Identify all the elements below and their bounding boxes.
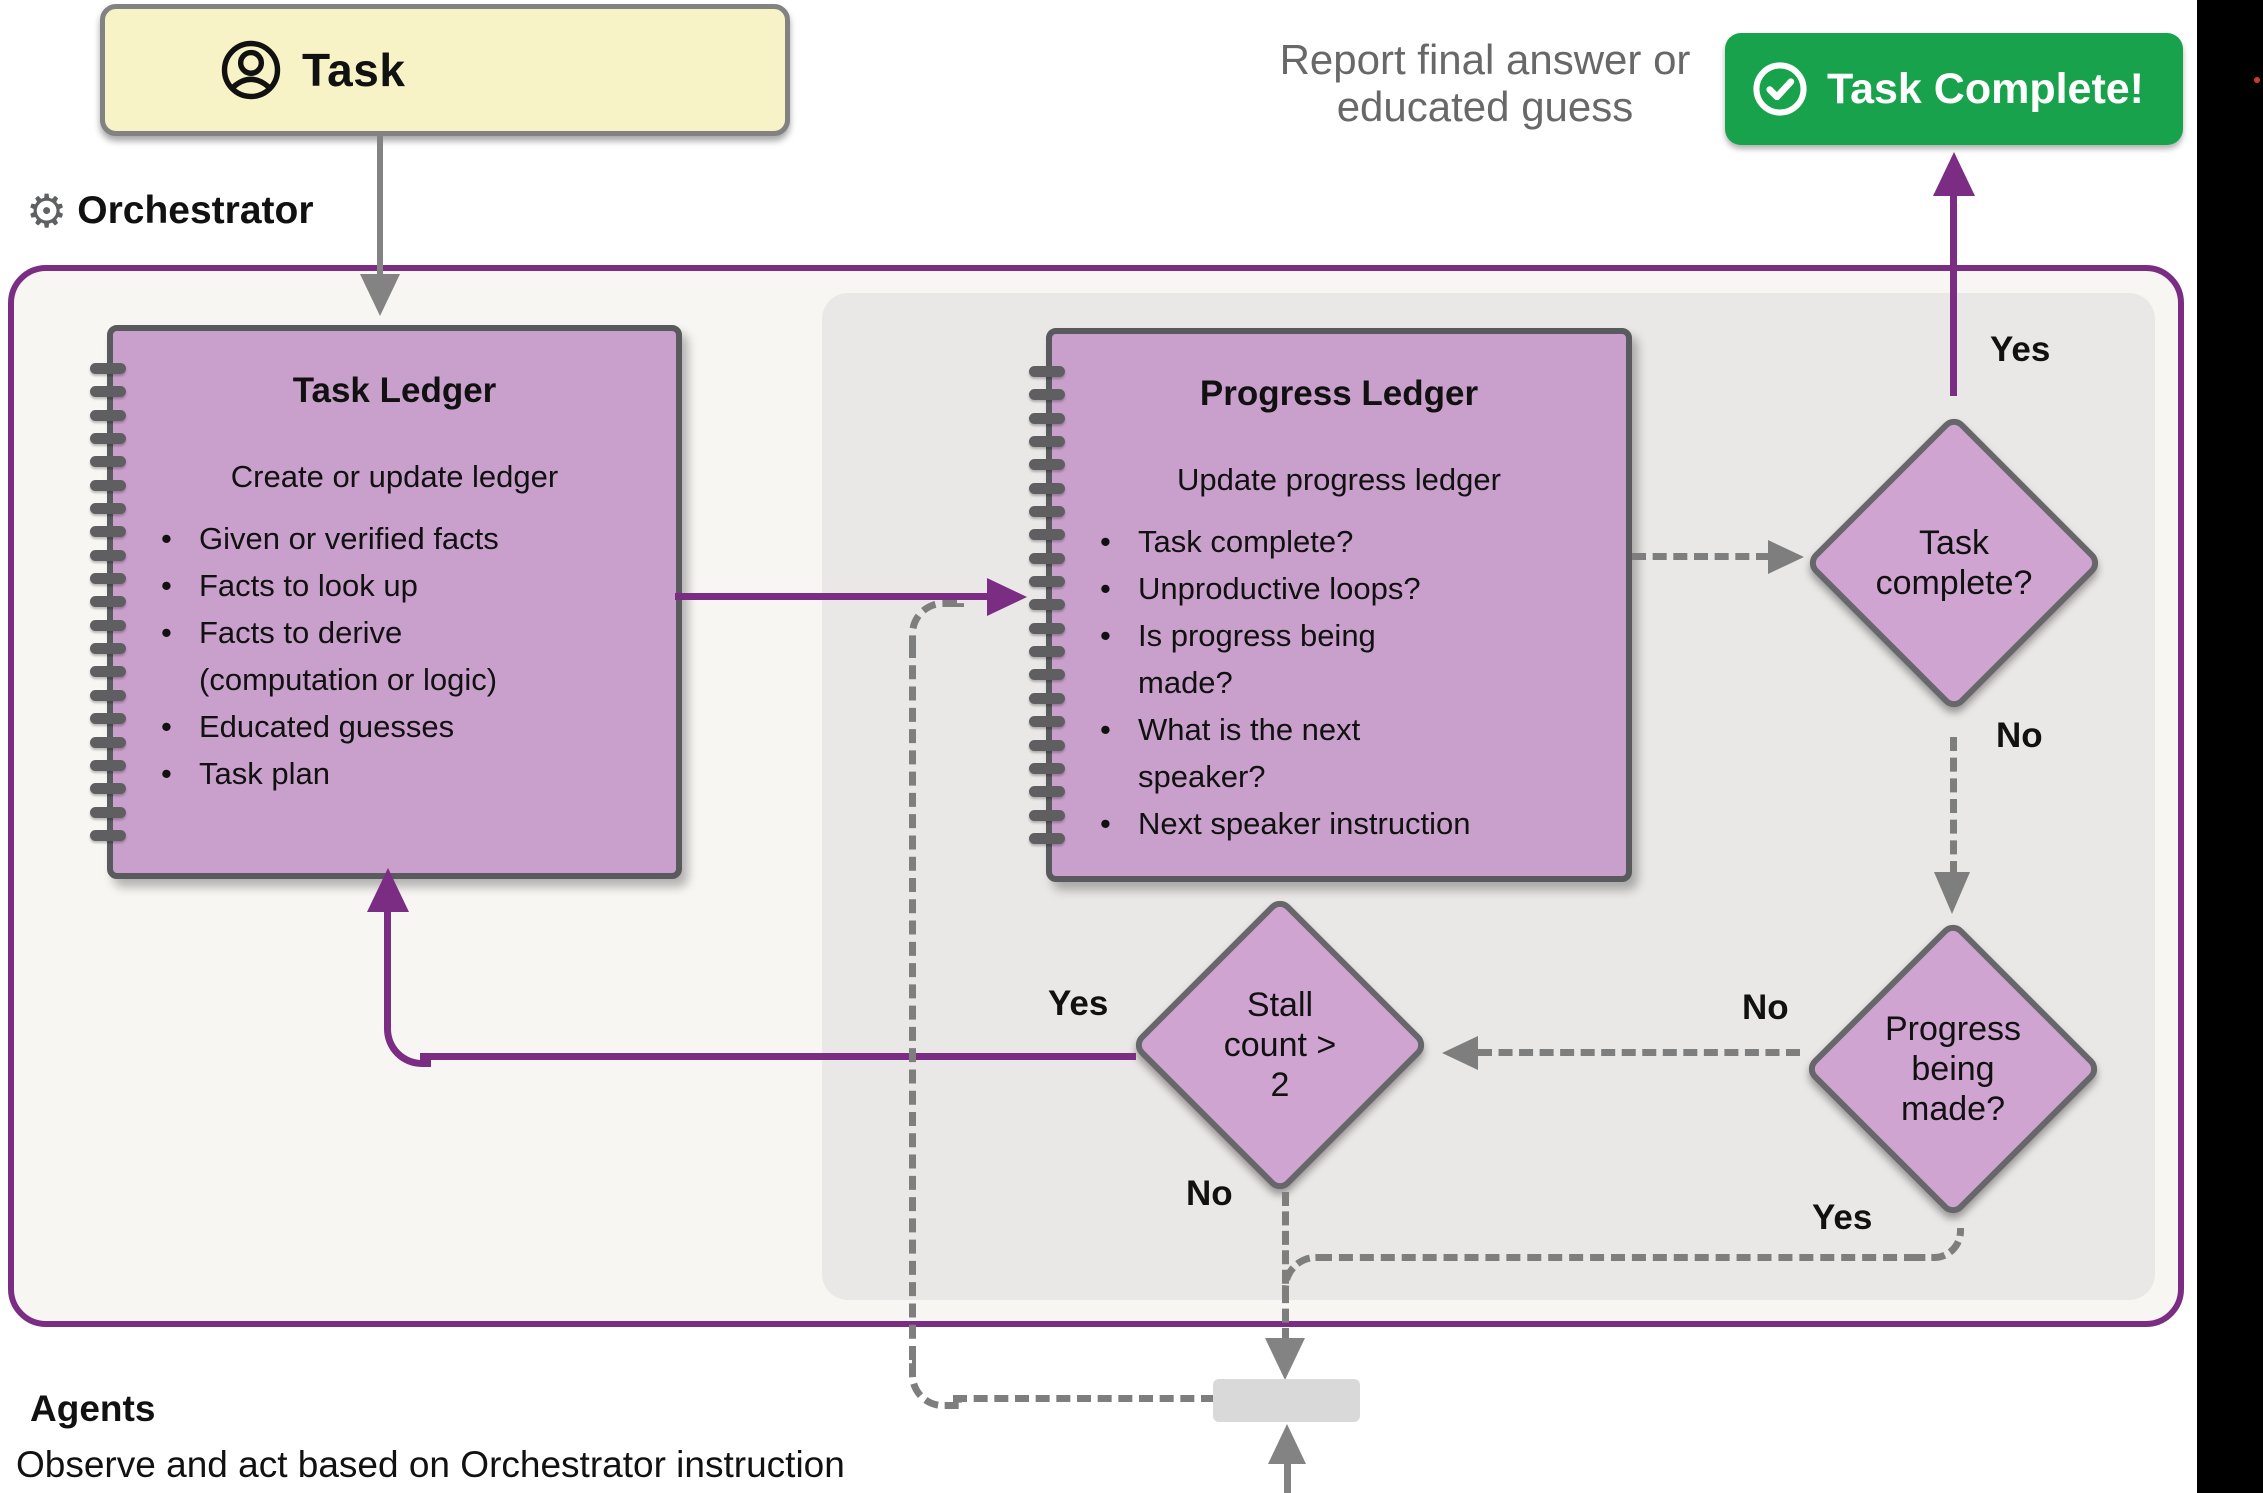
agents-box xyxy=(1213,1379,1360,1422)
yes-return-dashed xyxy=(1318,1254,1918,1261)
edge-label-no: No xyxy=(1186,1174,1233,1213)
task-complete-button: Task Complete! xyxy=(1725,33,2183,145)
task-ledger: Task Ledger Create or update ledger Give… xyxy=(90,325,682,879)
stall-count-decision-label: Stall count > 2 xyxy=(1223,986,1337,1104)
red-dot xyxy=(2254,77,2260,83)
edge-label-yes: Yes xyxy=(1048,984,1109,1023)
no-down-arrowhead xyxy=(1934,872,1970,914)
edge-label-yes: Yes xyxy=(1990,330,2051,369)
task-complete-decision-label: Task complete? xyxy=(1875,524,2033,602)
progress-ledger-title: Progress Ledger xyxy=(1199,374,1479,413)
spiral-binding xyxy=(1029,366,1065,844)
progress-ledger-intro: Update progress ledger xyxy=(1177,462,1501,497)
check-circle-icon xyxy=(1753,62,1807,116)
list-item: Next speaker instruction xyxy=(1098,800,1616,847)
agents-feedback-hline xyxy=(953,1395,1215,1402)
yes-return-curve-right xyxy=(1915,1228,1964,1261)
yes-to-task-ledger-hline xyxy=(420,1053,1136,1060)
list-item: What is the next speaker? xyxy=(1098,706,1616,800)
task-complete-button-label: Task Complete! xyxy=(1827,64,2144,113)
ledger-to-ledger-line xyxy=(675,593,987,600)
to-task-complete-dashed xyxy=(1632,553,1770,560)
task-box-label: Task xyxy=(302,44,406,96)
yes-to-complete-arrowhead xyxy=(1933,152,1975,196)
orchestrator-label: ⚙ Orchestrator xyxy=(26,184,314,238)
list-item: Task complete? xyxy=(1098,518,1616,565)
list-item: Facts to derive (computation or logic) xyxy=(159,609,666,703)
agents-up-line xyxy=(1284,1460,1291,1493)
list-item: Is progress being made? xyxy=(1098,612,1616,706)
edge-label-no: No xyxy=(1742,988,1789,1027)
agents-feedback-curve-top xyxy=(909,600,964,653)
gear-icon: ⚙ xyxy=(26,184,68,238)
agents-subtitle: Observe and act based on Orchestrator in… xyxy=(16,1444,845,1485)
list-item: Educated guesses xyxy=(159,703,666,750)
no-down-dashed xyxy=(1950,737,1957,875)
list-item: Facts to look up xyxy=(159,562,666,609)
yes-to-task-ledger-arrowhead xyxy=(367,868,409,912)
user-icon xyxy=(221,40,281,100)
list-item: Unproductive loops? xyxy=(1098,565,1616,612)
task-ledger-intro: Create or update ledger xyxy=(230,459,559,494)
task-input-box: Task xyxy=(100,4,790,136)
edge-label-yes: Yes xyxy=(1812,1198,1873,1237)
edge-label-no: No xyxy=(1996,716,2043,755)
progress-ledger: Progress Ledger Update progress ledger T… xyxy=(1029,328,1632,882)
agents-title: Agents xyxy=(30,1388,156,1429)
report-note: Report final answer or educated guess xyxy=(1279,36,1691,130)
task-ledger-title: Task Ledger xyxy=(292,371,497,410)
spiral-binding xyxy=(90,363,126,841)
yes-to-task-ledger-curve xyxy=(384,1024,431,1067)
task-ledger-list: Given or verified facts Facts to look up… xyxy=(113,515,676,797)
black-edge-strip xyxy=(2197,0,2263,1493)
no-to-agents-dashed xyxy=(1282,1192,1289,1342)
agents-feedback-vline xyxy=(909,644,916,1360)
task-to-orchestrator-arrowhead xyxy=(360,274,400,316)
ledger-to-ledger-arrowhead xyxy=(987,578,1027,616)
yes-return-curve-left xyxy=(1282,1254,1327,1301)
no-left-dashed xyxy=(1478,1049,1800,1056)
progress-decision-label: Progress being made? xyxy=(1884,1010,2022,1128)
list-item: Given or verified facts xyxy=(159,515,666,562)
no-to-agents-arrowhead xyxy=(1265,1338,1305,1380)
no-left-arrowhead xyxy=(1442,1036,1478,1070)
progress-ledger-list: Task complete? Unproductive loops? Is pr… xyxy=(1052,518,1626,847)
agents-feedback-curve-bottom xyxy=(909,1356,962,1409)
to-task-complete-arrowhead xyxy=(1768,540,1804,574)
task-to-orchestrator-line xyxy=(377,136,383,276)
list-item: Task plan xyxy=(159,750,666,797)
yes-to-complete-line xyxy=(1950,196,1957,396)
yes-to-task-ledger-vline xyxy=(384,908,391,1028)
agents-up-arrowhead xyxy=(1268,1424,1306,1464)
